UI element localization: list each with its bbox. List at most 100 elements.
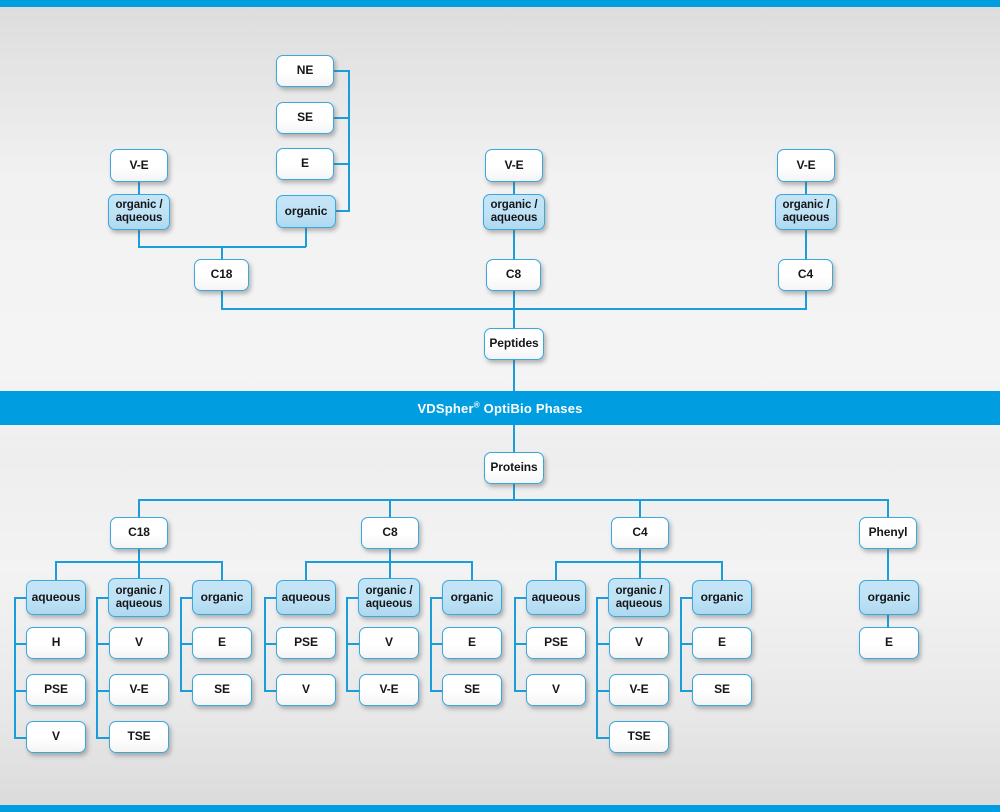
connector (305, 228, 307, 247)
node-c4-aqueous-item[interactable]: V (526, 674, 586, 706)
node-c18-organic-item[interactable]: E (192, 627, 252, 659)
connector (333, 70, 350, 72)
node-label: organic / aqueous (115, 584, 163, 610)
node-c8-organic-item[interactable]: SE (442, 674, 502, 706)
node-c4-organic-aqueous[interactable]: organic / aqueous (608, 578, 670, 617)
node-label: V (635, 635, 643, 650)
connector (887, 499, 889, 518)
connector (348, 70, 350, 212)
node-c4-organic-aqueous-item[interactable]: V-E (609, 674, 669, 706)
node-phenyl-proteins[interactable]: Phenyl (859, 517, 917, 549)
node-label: Proteins (490, 460, 538, 475)
connector (138, 561, 140, 580)
node-organic-aqueous-c4[interactable]: organic / aqueous (775, 194, 837, 230)
node-label: C18 (210, 267, 233, 282)
node-c8-proteins[interactable]: C8 (361, 517, 419, 549)
banner-brand: VDSpher (417, 400, 474, 416)
node-peptides-root[interactable]: Peptides (484, 328, 544, 360)
node-ve-c4[interactable]: V-E (777, 149, 835, 182)
node-label: C18 (128, 525, 150, 540)
node-c18-organic-aqueous-item[interactable]: V (109, 627, 169, 659)
node-organic-aqueous-c18[interactable]: organic / aqueous (108, 194, 170, 230)
node-c18-aqueous-item[interactable]: V (26, 721, 86, 753)
node-label: organic (450, 589, 494, 604)
node-label: organic / aqueous (115, 199, 163, 224)
node-proteins-root[interactable]: Proteins (484, 452, 544, 484)
connector (639, 548, 641, 562)
node-c18-organic-aqueous-item[interactable]: V-E (109, 674, 169, 706)
node-organic-peptides-c18[interactable]: organic (276, 195, 336, 228)
node-c4-aqueous-item[interactable]: PSE (526, 627, 586, 659)
node-phenyl-organic[interactable]: organic (859, 580, 919, 615)
node-c8-organic-item[interactable]: E (442, 627, 502, 659)
node-c4-proteins[interactable]: C4 (611, 517, 669, 549)
node-label: NE (296, 63, 314, 78)
connector (138, 182, 140, 195)
connector (96, 643, 110, 645)
connector (14, 597, 16, 739)
node-label: E (718, 635, 726, 650)
connector (96, 737, 110, 739)
node-ve-c8[interactable]: V-E (485, 149, 543, 182)
node-c8-organic-aqueous-item[interactable]: V-E (359, 674, 419, 706)
connector (430, 690, 444, 692)
node-label: V (302, 682, 310, 697)
connector (596, 597, 610, 599)
node-c18-aqueous[interactable]: aqueous (26, 580, 86, 615)
node-c4-aqueous[interactable]: aqueous (526, 580, 586, 615)
connector (180, 597, 194, 599)
node-label: V (135, 635, 143, 650)
node-c18-organic-item[interactable]: SE (192, 674, 252, 706)
banner-text: VDSpher® OptiBio Phases (417, 401, 582, 416)
node-c18-aqueous-item[interactable]: H (26, 627, 86, 659)
connector (180, 643, 194, 645)
top-accent-bar (0, 0, 1000, 7)
connector (346, 597, 360, 599)
connector (887, 548, 889, 580)
node-c8-aqueous-item[interactable]: V (276, 674, 336, 706)
node-c18-organic[interactable]: organic (192, 580, 252, 615)
connector (513, 290, 515, 309)
node-label: V-E (129, 682, 149, 697)
node-label: organic (200, 589, 244, 604)
connector (555, 561, 722, 563)
node-c8-peptides[interactable]: C8 (486, 259, 541, 291)
node-c18-organic-aqueous-item[interactable]: TSE (109, 721, 169, 753)
node-c18-peptides[interactable]: C18 (194, 259, 249, 291)
connector (55, 561, 57, 580)
node-label: V-E (379, 682, 399, 697)
node-c8-organic-aqueous-item[interactable]: V (359, 627, 419, 659)
node-c18-proteins[interactable]: C18 (110, 517, 168, 549)
connector (333, 163, 350, 165)
connector (471, 561, 473, 580)
connector (14, 597, 28, 599)
node-c8-aqueous-item[interactable]: PSE (276, 627, 336, 659)
node-c4-organic-aqueous-item[interactable]: TSE (609, 721, 669, 753)
node-ve-c18[interactable]: V-E (110, 149, 168, 182)
node-c4-organic-item[interactable]: E (692, 627, 752, 659)
node-organic-aqueous-c8[interactable]: organic / aqueous (483, 194, 545, 230)
node-c18-aqueous-item[interactable]: PSE (26, 674, 86, 706)
connector (596, 690, 610, 692)
node-label: SE (714, 682, 730, 697)
connector (264, 643, 278, 645)
connector (264, 690, 278, 692)
node-c4-peptides[interactable]: C4 (778, 259, 833, 291)
node-c8-organic[interactable]: organic (442, 580, 502, 615)
node-c8-organic-aqueous[interactable]: organic / aqueous (358, 578, 420, 617)
node-c4-organic-aqueous-item[interactable]: V (609, 627, 669, 659)
connector (430, 597, 444, 599)
node-label: organic (867, 589, 911, 604)
node-c18-organic-aqueous[interactable]: organic / aqueous (108, 578, 170, 617)
node-ne[interactable]: NE (276, 55, 334, 87)
connector (513, 425, 515, 452)
node-phenyl-organic-item[interactable]: E (859, 627, 919, 659)
node-label: Peptides (489, 336, 539, 351)
node-c4-organic-item[interactable]: SE (692, 674, 752, 706)
node-se[interactable]: SE (276, 102, 334, 134)
node-label: SE (214, 682, 230, 697)
node-c4-organic[interactable]: organic (692, 580, 752, 615)
node-e[interactable]: E (276, 148, 334, 180)
node-c8-aqueous[interactable]: aqueous (276, 580, 336, 615)
connector (96, 690, 110, 692)
